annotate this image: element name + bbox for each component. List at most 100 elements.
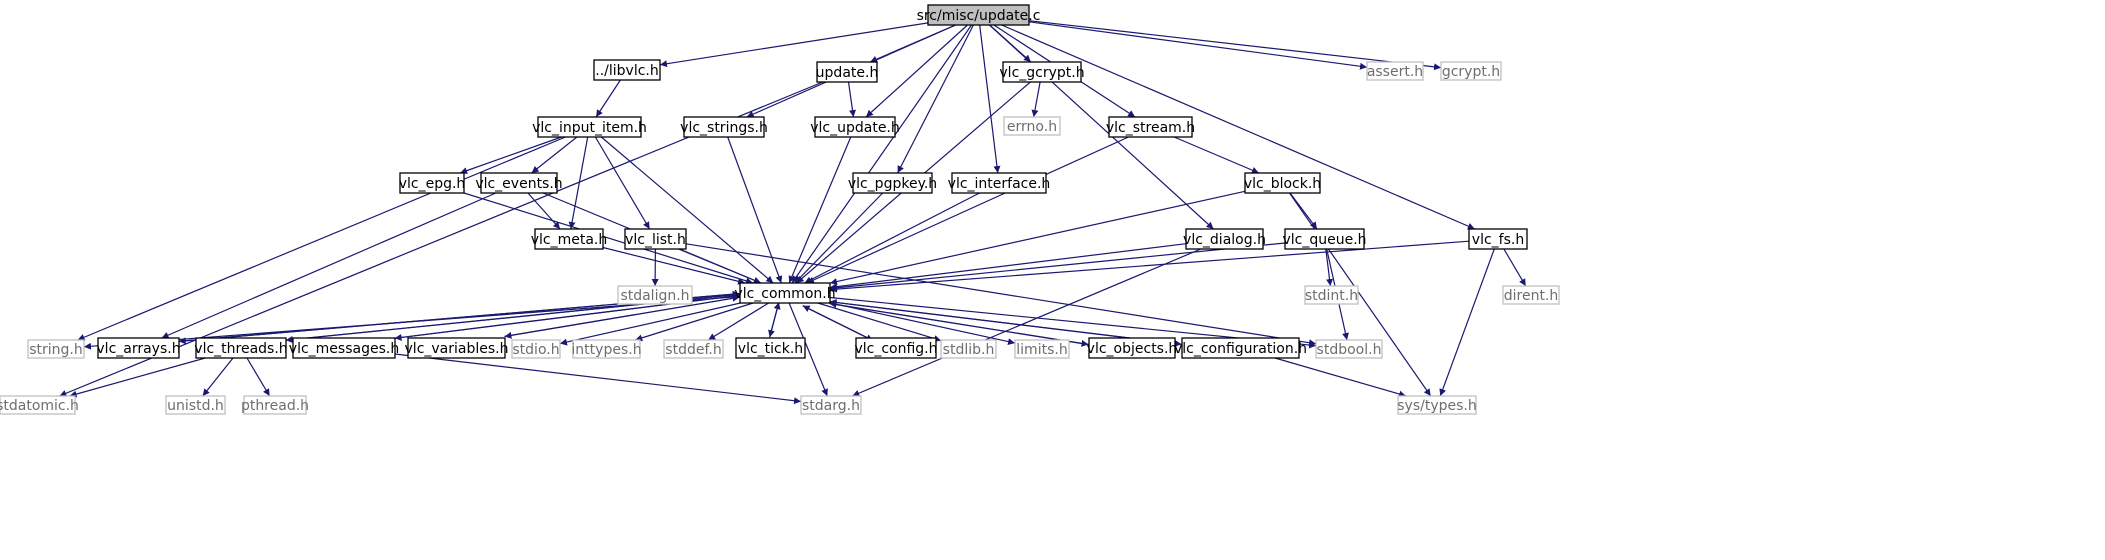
node-box [511,339,561,359]
edge-layer [59,20,1527,405]
edge-vlc-stream-h-to-vlc-common-h [806,136,1129,284]
node-label: vlc_input_item.h [532,120,647,136]
edge-vlc-events-h-to-vlc-meta-h [527,192,561,230]
node-box [814,116,896,138]
node-vlc-gcrypt-h[interactable]: vlc_gcrypt.h [999,61,1085,83]
node-label: vlc_threads.h [194,341,287,357]
node-box [1014,339,1070,359]
edge-vlc-update-h-to-vlc-common-h [788,136,852,284]
node-label: vlc_fs.h [1472,232,1524,248]
node-label: vlc_messages.h [289,341,399,357]
edge-vlc-block-h-to-vlc-queue-h [1289,192,1318,230]
node-vlc-arrays-h[interactable]: vlc_arrays.h [96,337,181,359]
node-stdatomic-h: stdatomic.h [0,395,79,415]
edge-vlc-pgpkey-h-to-vlc-common-h [794,192,884,284]
node-vlc-pgpkey-h[interactable]: vlc_pgpkey.h [848,172,937,194]
edge-vlc-common-h-to-stdlib-h [817,302,942,342]
node-box [534,228,604,250]
node-vlc-queue-h[interactable]: vlc_queue.h [1282,228,1367,250]
edge-vlc-common-h-to-inttypes-h [635,302,754,342]
node-label: vlc_pgpkey.h [848,176,937,192]
node-vlc-tick-h[interactable]: vlc_tick.h [735,337,806,359]
node-label: stddef.h [665,342,721,358]
edge-update-c-to-vlc-update-h [865,24,968,118]
edge-vlc-config-h-to-vlc-common-h [802,305,874,342]
edge-update-c-to-vlc-interface-h [979,24,1001,174]
node-vlc-input-item-h[interactable]: vlc_input_item.h [532,116,647,138]
edge-vlc-block-h-to-vlc-common-h [829,190,1246,286]
node-box [735,337,806,359]
node-vlc-config-h[interactable]: vlc_config.h [854,337,938,359]
node-label: vlc_arrays.h [96,341,180,357]
node-vlc-messages-h[interactable]: vlc_messages.h [289,337,399,359]
node-box [165,395,226,415]
node-box [855,337,937,359]
node-label: vlc_meta.h [531,232,608,248]
edge-vlc-tick-h-to-vlc-common-h [769,302,781,338]
node-label: update.h [816,65,879,81]
node-vlc-block-h[interactable]: vlc_block.h [1244,172,1321,194]
node-vlc-variables-h[interactable]: vlc_variables.h [405,337,509,359]
node-vlc-events-h[interactable]: vlc_events.h [475,172,563,194]
node-vlc-configuration-h[interactable]: vlc_configuration.h [1174,337,1307,359]
node-box [537,116,642,138]
node-stdbool-h: stdbool.h [1315,339,1383,359]
node-errno-h: errno.h [1003,116,1061,136]
node-sys-types-h: sys/types.h [1397,395,1477,415]
edge-vlc-threads-h-to-pthread-h [246,357,271,397]
node-label: stdbool.h [1317,342,1382,358]
node-dirent-h: dirent.h [1502,285,1560,305]
node-label: stdlib.h [943,342,995,358]
node-box [852,172,933,194]
node-label: errno.h [1007,119,1057,135]
node-box [683,116,765,138]
node-label: unistd.h [167,398,224,414]
node-vlc-update-h[interactable]: vlc_update.h [810,116,900,138]
node-box [663,339,724,359]
edge-vlc-dialog-h-to-vlc-common-h [829,243,1187,291]
edge-vlc-gcrypt-h-to-errno-h [1031,81,1041,118]
edge-vlc-list-h-to-stdbool-h [685,243,1317,347]
node-vlc-stream-h[interactable]: vlc_stream.h [1106,116,1195,138]
edge-vlc-epg-h-to-vlc-common-h [463,192,754,285]
node-vlc-list-h[interactable]: vlc_list.h [624,228,687,250]
node-label: inttypes.h [571,342,641,358]
node-label: vlc_events.h [475,176,562,192]
node-box [0,395,76,415]
node-box [407,337,506,359]
edge-vlc-events-h-to-vlc-arrays-h [161,192,497,339]
node-vlc-interface-h[interactable]: vlc_interface.h [948,172,1051,194]
edge-vlc-configuration-h-to-sys-types-h [1274,357,1407,398]
node-vlc-objects-h[interactable]: vlc_objects.h [1087,337,1178,359]
edge-vlc-fs-h-to-dirent-h [1503,248,1527,287]
node-update-c[interactable]: src/misc/update.c [917,4,1041,26]
node-vlc-common-h[interactable]: vlc_common.h [734,282,836,304]
node-vlc-epg-h[interactable]: vlc_epg.h [399,172,466,194]
node-vlc-strings-h[interactable]: vlc_strings.h [680,116,768,138]
node-box [195,337,287,359]
node-box [1181,337,1300,359]
node-box [593,59,661,81]
node-label: stdint.h [1305,288,1358,304]
edge-vlc-common-h-to-stddef-h [707,302,770,341]
node-box [739,282,831,304]
edge-vlc-list-h-to-vlc-common-h [679,248,762,284]
node-label: sys/types.h [1397,398,1476,414]
node-unistd-h: unistd.h [165,395,226,415]
node-stddef-h: stddef.h [663,339,724,359]
node-vlc-dialog-h[interactable]: vlc_dialog.h [1183,228,1266,250]
node-label: vlc_dialog.h [1183,232,1266,248]
node-vlc-fs-h[interactable]: vlc_fs.h [1468,228,1528,250]
node-label: vlc_interface.h [948,176,1051,192]
node-box [951,172,1047,194]
node-libvlc-h[interactable]: ../libvlc.h [593,59,661,81]
edge-vlc-meta-h-to-vlc-common-h [602,246,746,285]
node-vlc-meta-h[interactable]: vlc_meta.h [531,228,608,250]
edge-update-c-to-gcrypt-h [1028,20,1442,71]
node-update-h[interactable]: update.h [816,61,879,83]
edge-vlc-input-item-h-to-vlc-common-h [600,136,774,284]
node-label: assert.h [1367,64,1423,80]
node-label: string.h [29,342,83,358]
node-vlc-threads-h[interactable]: vlc_threads.h [194,337,288,359]
